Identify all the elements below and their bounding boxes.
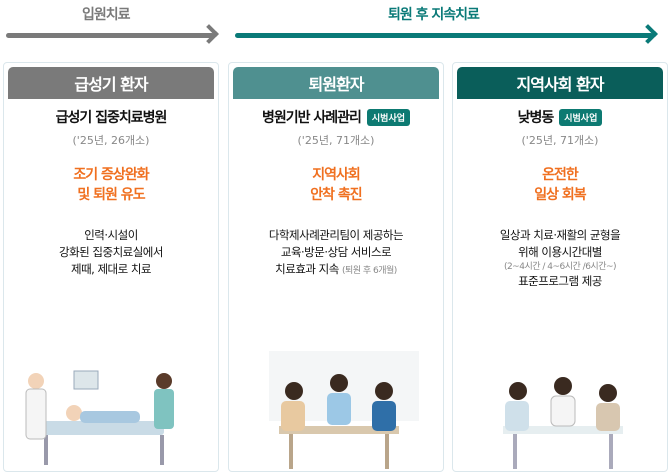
goal-line: 조기 증상완화 <box>73 167 149 183</box>
card-header: 지역사회 환자 <box>457 67 663 99</box>
hospital-bed-illustration <box>25 370 174 465</box>
card-title: 급성기 집중치료병원 <box>4 107 218 127</box>
card-header: 급성기 환자 <box>8 67 214 99</box>
goal-line: 일상 회복 <box>534 187 586 203</box>
phase-post-discharge-label: 퇴원 후 지속치료 <box>388 7 480 23</box>
desc-line: 일상과 치료·재활의 균형을 <box>499 228 621 242</box>
counseling-illustration <box>269 351 419 469</box>
inpatient-arrow <box>6 33 214 38</box>
phase-inpatient-label: 입원치료 <box>82 7 131 23</box>
card-sub: ('25년, 71개소) <box>521 134 599 147</box>
title-text: 병원기반 사례관리 <box>261 110 362 126</box>
card-header: 퇴원환자 <box>233 67 439 99</box>
desc-note: (2~4시간 / 4~6시간 /6시간~) <box>503 262 617 272</box>
desc-line: 교육·방문·상담 서비스로 <box>280 245 392 259</box>
goal-line: 온전한 <box>542 167 579 183</box>
desc-line: 치료효과 지속 <box>275 262 339 276</box>
desc-line: 강화된 집중치료실에서 <box>59 245 163 259</box>
desc-line: 인력·시설이 <box>84 228 138 242</box>
desc-line: 제때, 제대로 치료 <box>70 262 152 276</box>
card-sub: ('25년, 71개소) <box>297 134 375 147</box>
desc-line: 위해 이용시간대별 <box>518 245 602 259</box>
title-text: 낮병동 <box>517 110 555 126</box>
post-discharge-arrow <box>235 33 653 38</box>
desc-line: 표준프로그램 제공 <box>518 274 602 288</box>
pilot-badge: 시범사업 <box>559 108 603 126</box>
desc-line: 다학제사례관리팀이 제공하는 <box>268 228 404 242</box>
goal-line: 및 퇴원 유도 <box>77 187 145 203</box>
card-sub: ('25년, 26개소) <box>72 134 150 147</box>
day-ward-illustration <box>503 377 623 469</box>
goal-line: 안착 촉진 <box>310 187 362 203</box>
desc-note: (퇴원 후 6개월) <box>341 266 397 276</box>
goal-line: 지역사회 <box>312 167 361 183</box>
pilot-badge: 시범사업 <box>366 108 411 126</box>
title-text: 급성기 집중치료병원 <box>55 110 168 126</box>
